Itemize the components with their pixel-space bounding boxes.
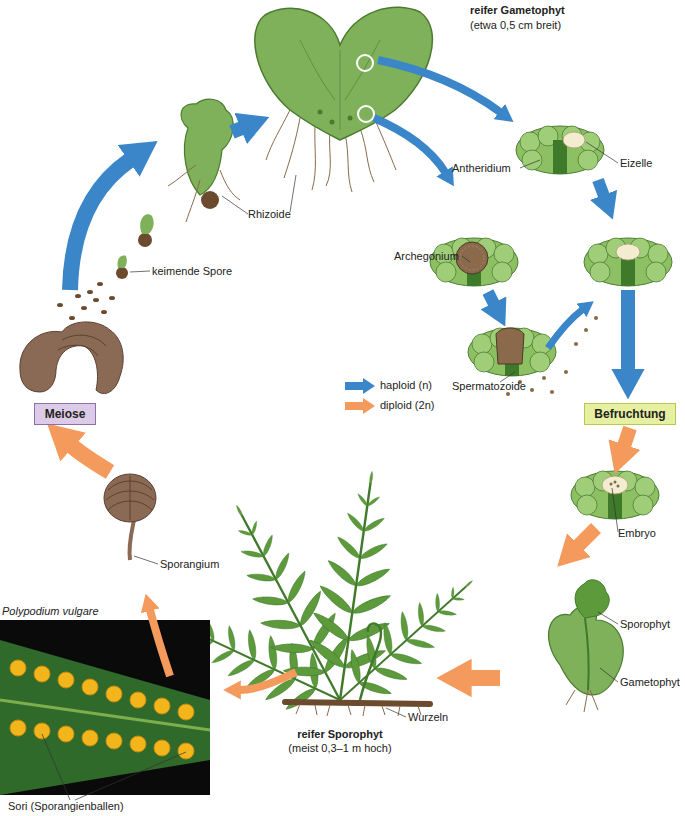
part-label: Sori (Sporangienballen) [8,800,124,813]
part-label: Gametophyt [620,676,680,689]
part-label: Rhizoide [248,208,291,221]
legend-swatch [345,378,375,394]
part-label: (etwa 0,5 cm breit) [470,19,561,32]
stage-box: Befruchtung [584,403,676,425]
stage-label: Befruchtung [589,405,671,423]
part-label: reifer Sporophyt [260,728,420,741]
part-label: (meist 0,3–1 m hoch) [260,742,420,755]
part-label: Antheridium [452,162,511,175]
part-label: Embryo [618,527,656,540]
part-label: Spermatozoide [452,380,526,393]
part-label: keimende Spore [152,265,232,278]
part-label: Eizelle [620,157,652,170]
stage-label: Meiose [39,405,91,423]
stage-box: Meiose [34,403,96,425]
legend-label: haploid (n) [380,379,432,391]
part-label: reifer Gametophyt [470,4,565,17]
part-label: Polypodium vulgare [2,605,99,618]
legend-label: diploid (2n) [380,399,434,411]
part-label: Sporophyt [620,618,670,631]
part-label: Archegonium [394,250,459,263]
legend-swatch [345,398,375,414]
part-label: Wurzeln [408,711,448,724]
part-label: Sporangium [160,558,219,571]
